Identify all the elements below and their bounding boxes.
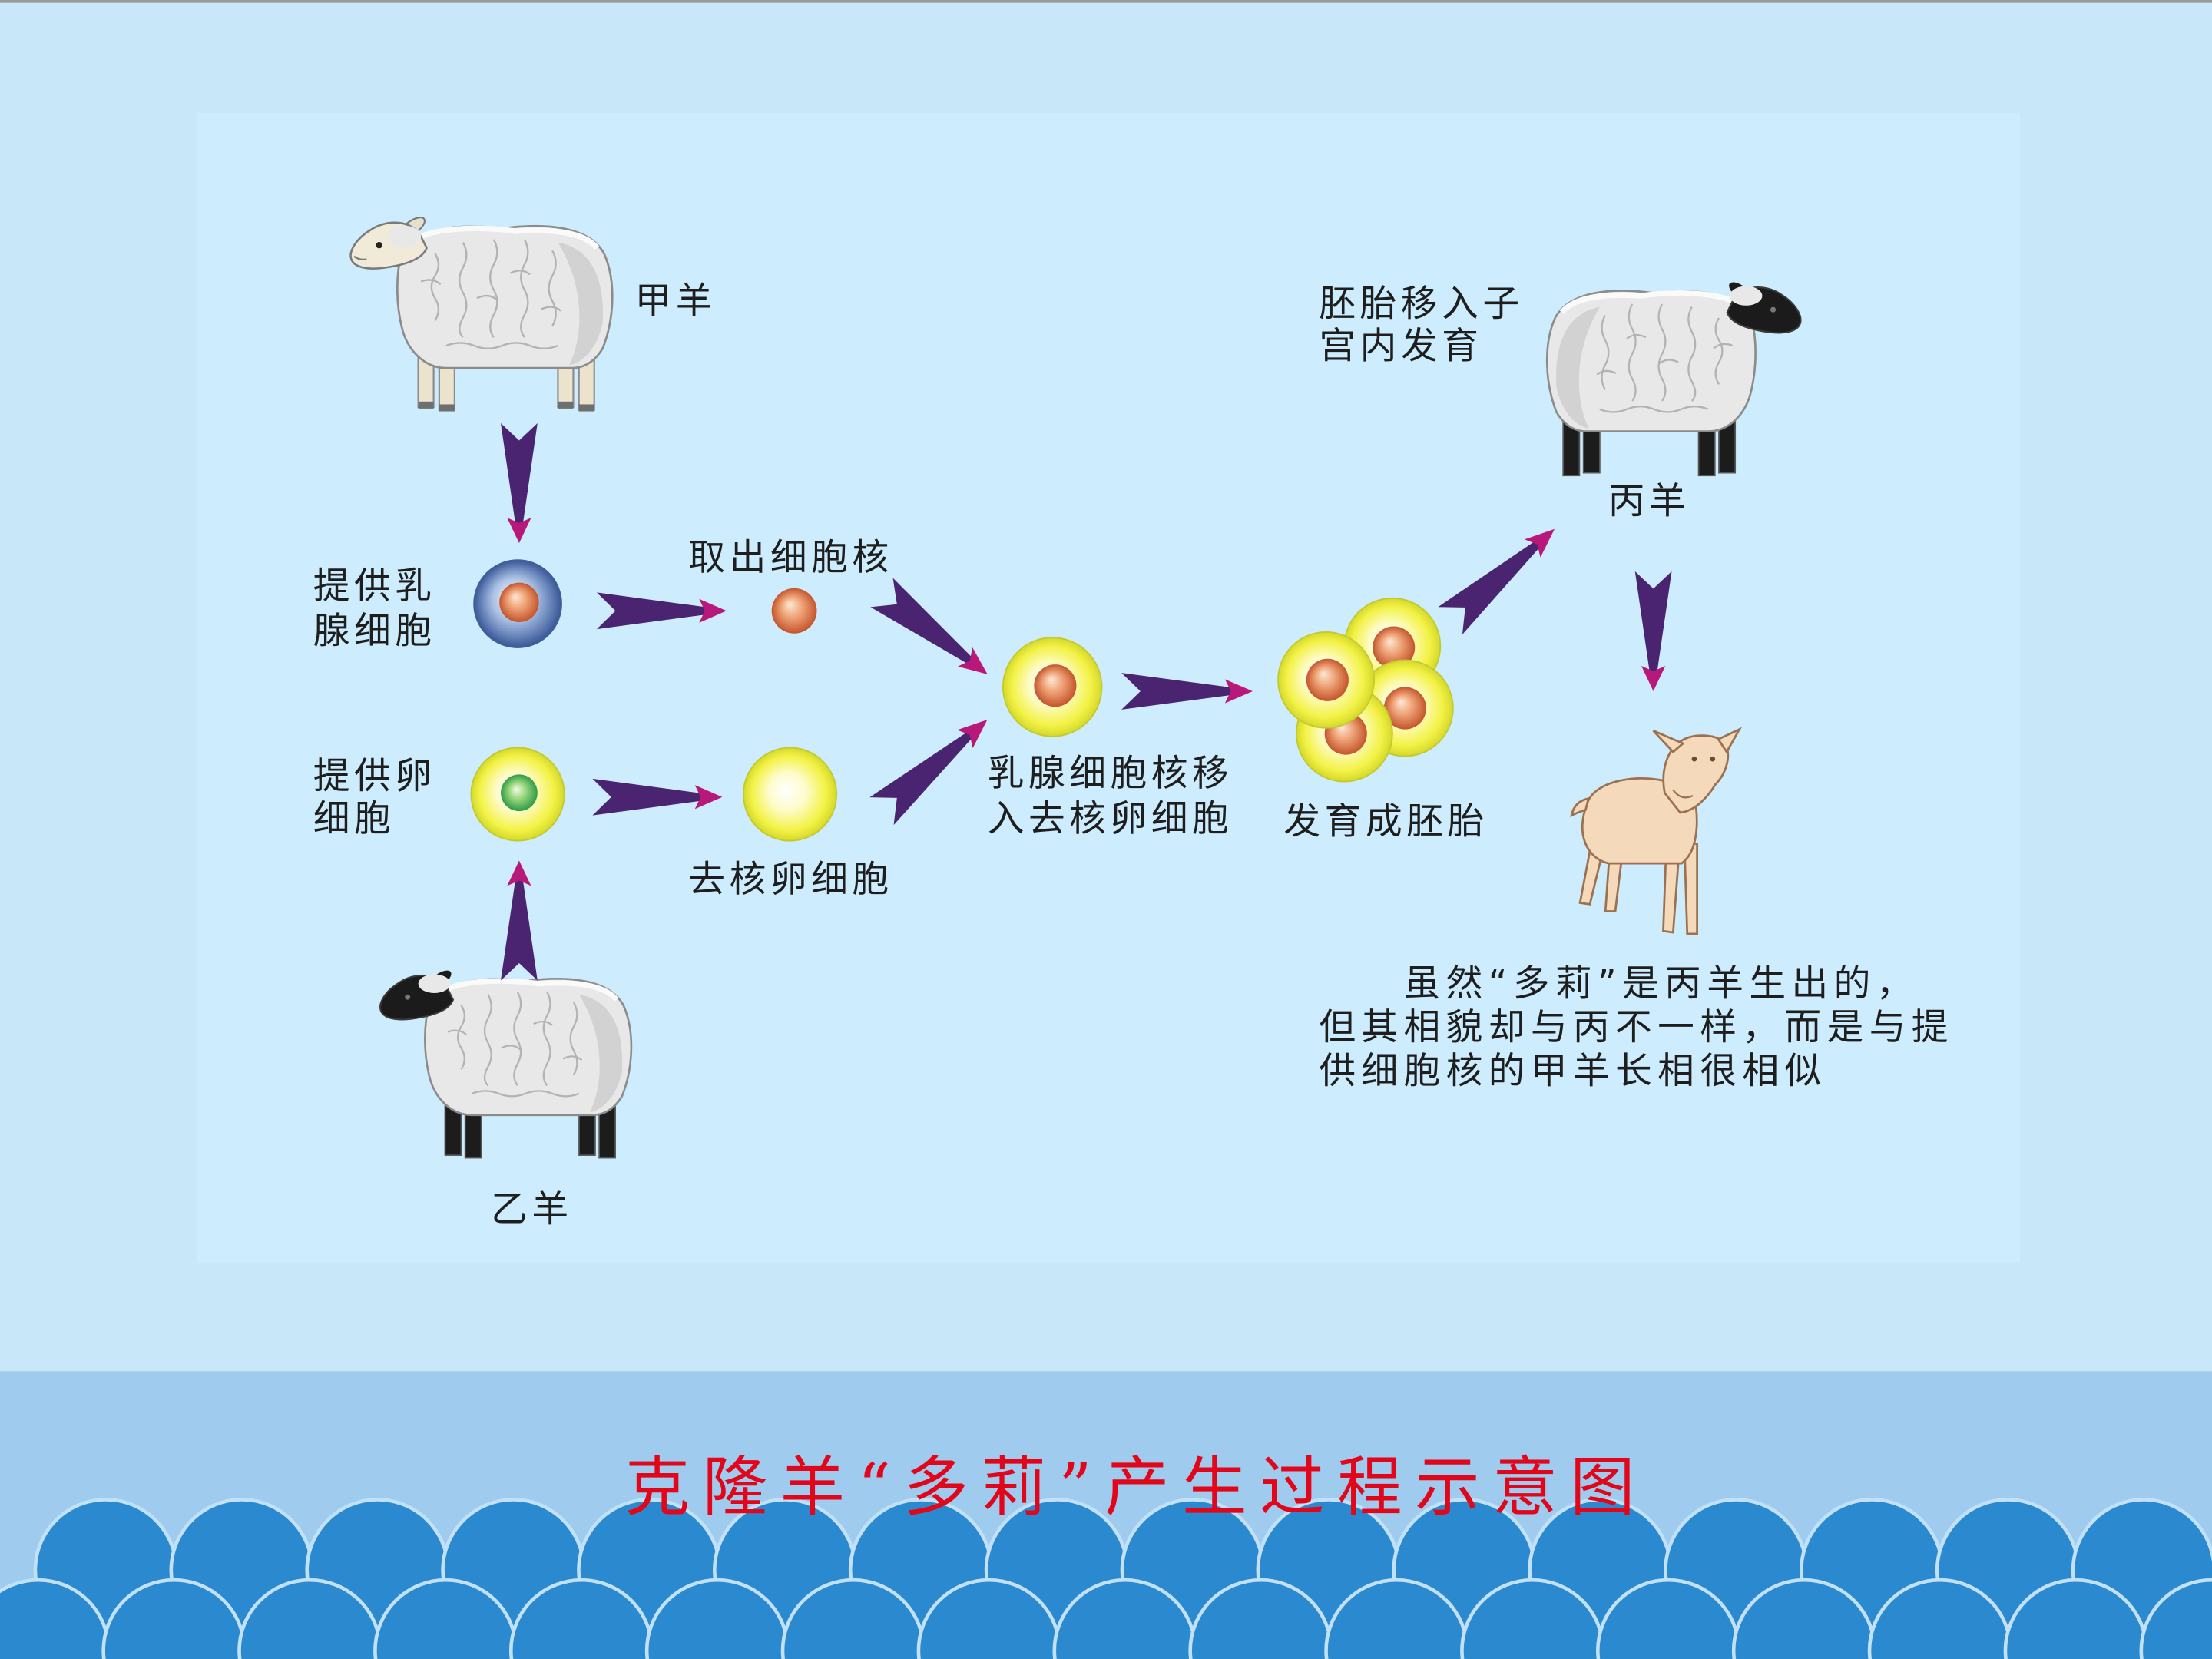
sheep-b-label: 乙羊	[491, 1189, 573, 1231]
explanation-note-line2: 但其相貌却与丙不一样，而是与提	[1319, 1007, 1953, 1049]
embryo-cell	[1277, 631, 1375, 729]
sheep-a-body	[397, 226, 612, 368]
nucleus-transfer-label-line2: 入去核卵细胞	[988, 798, 1233, 840]
reconstructed-cell	[1002, 637, 1103, 737]
sheep-a-figure	[349, 217, 613, 412]
lamb-neck-line	[1672, 789, 1694, 799]
reconstructed-cell-nucleus	[1034, 664, 1077, 707]
embryo-label: 发育成胚胎	[1283, 801, 1488, 843]
sheep-c-body	[1547, 291, 1755, 432]
sheep-c-head	[1726, 282, 1802, 334]
lamb-dolly-figure	[1570, 727, 1742, 935]
embryo-transfer-label-line2: 宫内发育	[1319, 326, 1482, 368]
slide-title: 克隆羊“多莉”产生过程示意图	[625, 1449, 1647, 1525]
enucleated-egg-cell	[743, 747, 838, 842]
extracted-nucleus	[771, 588, 817, 634]
mammary-cell-label-line2: 腺细胞	[313, 611, 436, 653]
nucleus-transfer-label-line1: 乳腺细胞核移	[988, 753, 1233, 795]
sheep-b-head	[379, 970, 455, 1021]
sheep-b-body	[425, 979, 631, 1114]
lamb-ear	[1652, 730, 1685, 753]
sheep-c-figure	[1547, 282, 1802, 477]
sheep-a-head	[349, 217, 428, 270]
explanation-note-line3: 供细胞核的甲羊长相很相似	[1319, 1051, 1826, 1093]
mammary-cell-label-line1: 提供乳	[313, 565, 436, 608]
enucleated-egg-label: 去核卵细胞	[688, 859, 892, 901]
extract-nucleus-label: 取出细胞核	[688, 537, 892, 579]
lamb-tail	[1570, 796, 1591, 818]
egg-cell-label-line2: 细胞	[313, 798, 396, 840]
lamb-eye	[1691, 756, 1697, 762]
mammary-cell	[473, 559, 562, 648]
egg-cell-label-line1: 提供卵	[313, 756, 436, 798]
lamb-eye	[1710, 756, 1716, 762]
explanation-note-line1: 虽然“多莉”是丙羊生出的，	[1404, 963, 1919, 1005]
sheep-c-label: 丙羊	[1608, 481, 1690, 523]
lamb-body	[1581, 777, 1698, 865]
lamb-ear	[1717, 727, 1742, 754]
top-border-line	[0, 0, 2212, 3]
sheep-a-label: 甲羊	[635, 280, 717, 323]
embryo-transfer-label-line1: 胚胎移入子	[1319, 283, 1523, 325]
egg-cell	[470, 747, 565, 842]
embryo-cluster	[1277, 597, 1454, 783]
sheep-b-figure	[379, 970, 631, 1159]
egg-cell-nucleus	[501, 774, 538, 812]
mammary-cell-nucleus	[499, 582, 539, 622]
wave-decoration	[0, 1498, 2212, 1659]
